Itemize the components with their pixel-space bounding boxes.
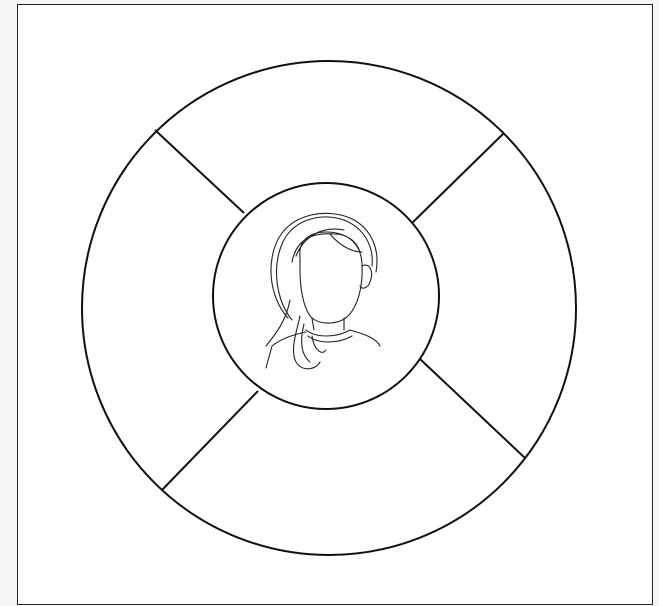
woman-head-outline-icon xyxy=(264,213,382,371)
